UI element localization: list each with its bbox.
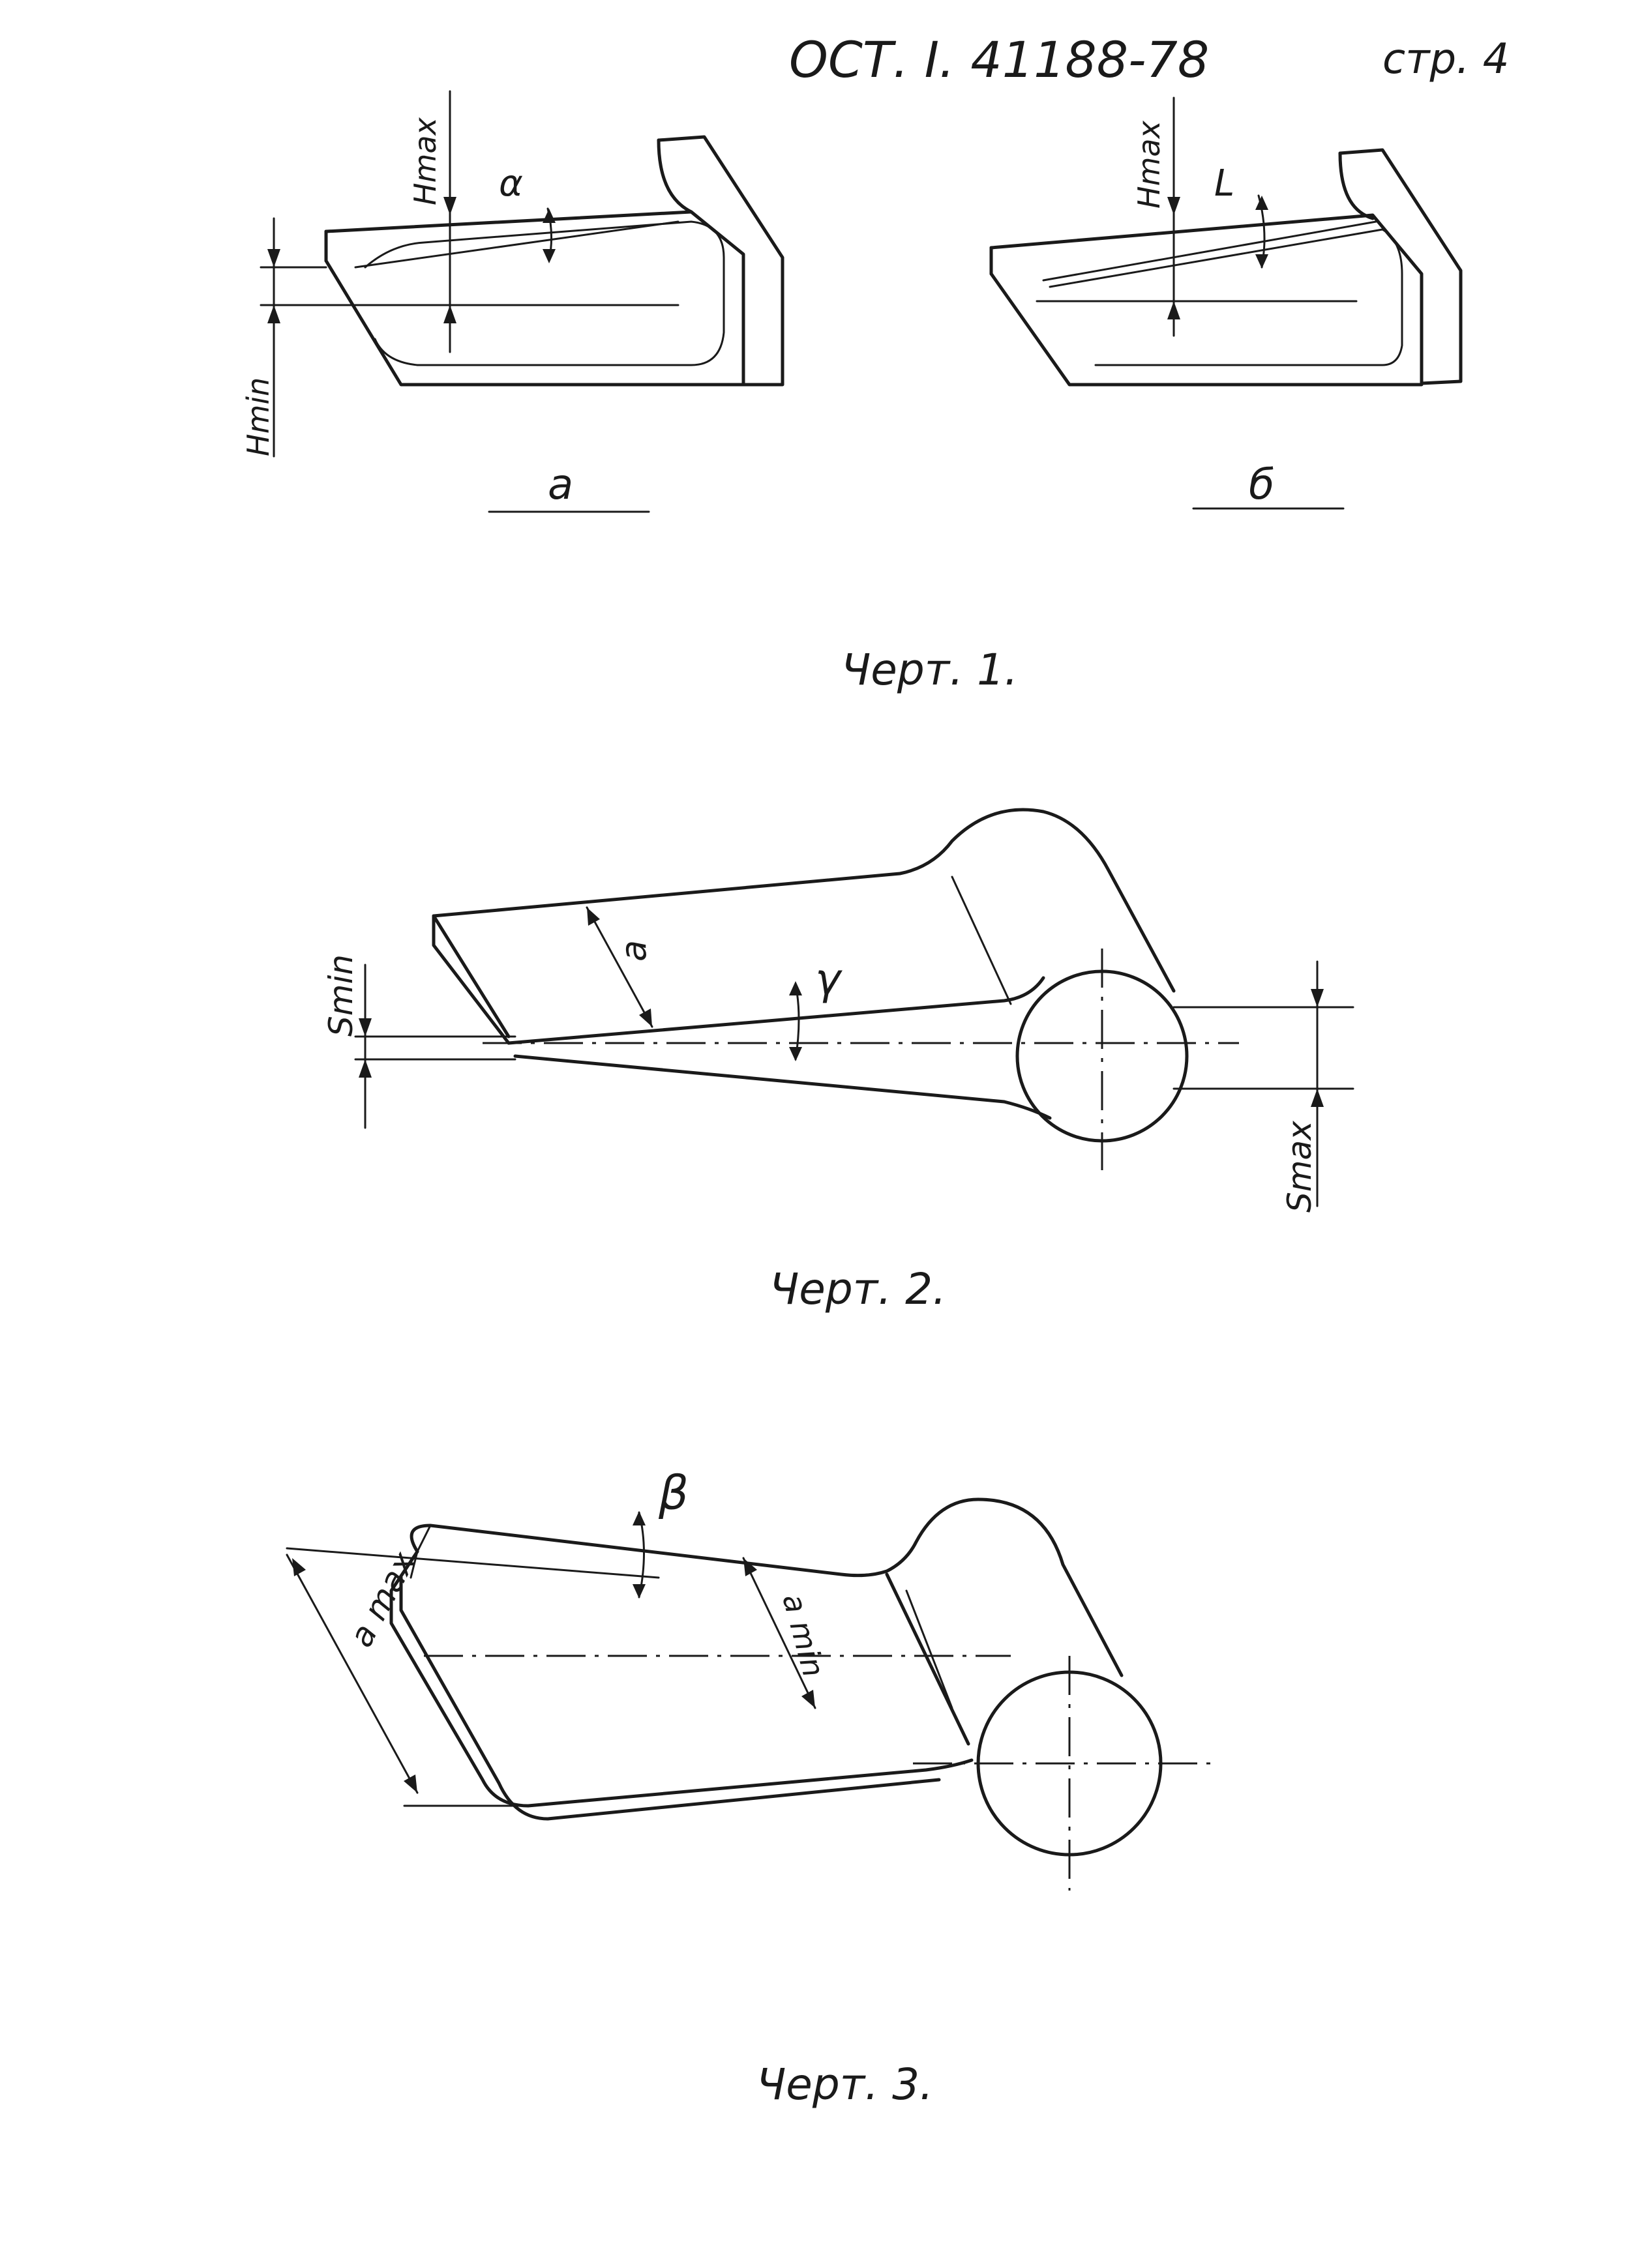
page-number: стр. 4 (1382, 35, 1510, 83)
doc-number: ОСТ. I. 41188-78 (789, 31, 1209, 89)
fig2-smin-label: Smin (322, 954, 360, 1037)
fig3-angle-label: β (658, 1465, 689, 1520)
figure2-caption: Черт. 2. (769, 1264, 946, 1314)
fig1b-sublabel: б (1249, 461, 1274, 509)
fig3-amin-label: а min (775, 1590, 831, 1681)
figure1-view-a: Hmax Hmin α а (241, 90, 784, 513)
fig3-amax-label: а max (342, 1546, 423, 1653)
fig1a-angle-label: α (499, 162, 523, 205)
figure2-drawing: а γ Smin Smax (322, 808, 1354, 1213)
fig2-a-label: а (613, 940, 654, 962)
fig1a-sublabel: а (548, 461, 573, 509)
figure1-view-b: Hmax L б (989, 96, 1463, 510)
figure3-caption: Черт. 3. (756, 2059, 933, 2110)
fig1b-angle-label: L (1214, 162, 1234, 205)
fig1a-hmin-label: Hmin (241, 377, 276, 456)
fig1b-hmax-label: Hmax (1131, 120, 1167, 209)
fig2-angle-label: γ (815, 954, 843, 1005)
figure1-caption: Черт. 1. (841, 645, 1018, 695)
figure3-drawing: а max а min β (286, 1465, 1219, 1891)
fig2-smax-label: Smax (1281, 1121, 1319, 1213)
fig1a-hmax-label: Hmax (408, 117, 443, 205)
